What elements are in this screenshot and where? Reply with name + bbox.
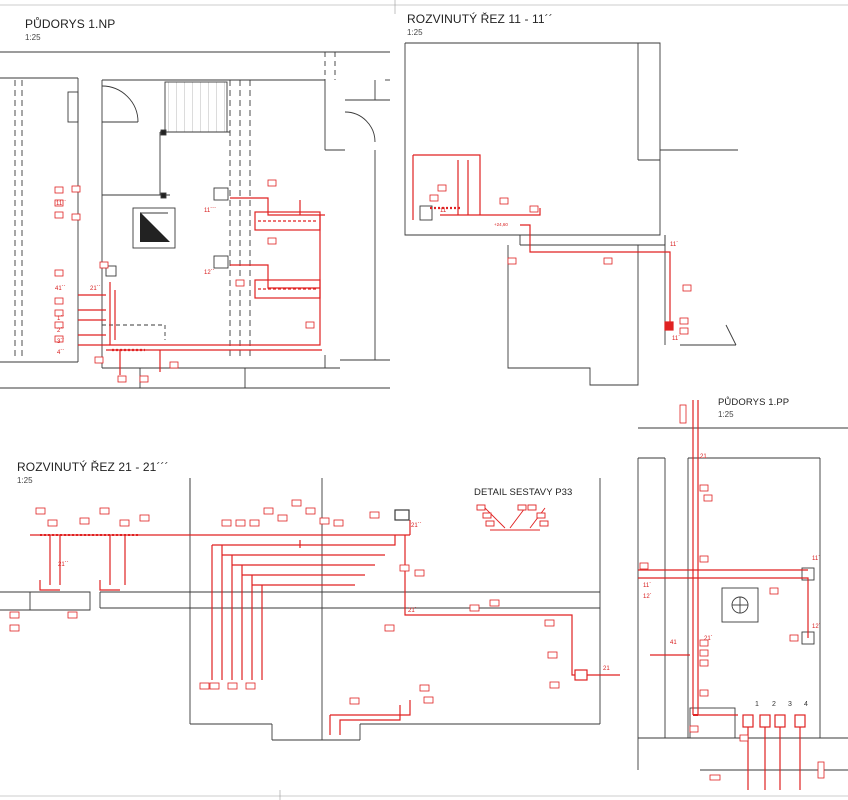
label-11-b: 11´ xyxy=(670,242,678,248)
scale-section-11: 1:25 xyxy=(407,28,423,37)
label-pp-21: 21 xyxy=(700,454,707,460)
label-12: 12´´ xyxy=(204,270,215,276)
piping-1pp xyxy=(638,400,825,790)
labels-21: 21´´ 21´´ 21´ 21 xyxy=(58,523,610,672)
detail-p33 xyxy=(476,504,549,531)
label-21-a: 21´´ xyxy=(58,562,69,568)
label-21-b: 21´´ xyxy=(411,523,422,529)
scale-1np: 1:25 xyxy=(25,33,41,42)
label-pp-41: 41 xyxy=(670,640,677,646)
label-pp-n1: 1 xyxy=(755,701,759,708)
label-pp-12a: 12´ xyxy=(643,594,652,600)
label-pp-12b: 12´ xyxy=(812,624,821,630)
piping-21 xyxy=(9,499,620,735)
label-pp-n2: 2 xyxy=(772,701,776,708)
label-pp-11a: 11´ xyxy=(812,556,820,562)
labels-1pp-numbers: 1 2 3 4 xyxy=(755,701,808,708)
piping-11 xyxy=(412,154,692,335)
label-pp-21b: 21´ xyxy=(704,636,713,642)
floorplan-1np xyxy=(0,51,390,389)
label-21: 21´´ xyxy=(90,286,101,292)
label-4: 4´´ xyxy=(57,350,64,356)
scale-section-21: 1:25 xyxy=(17,476,33,485)
label-dim: +24,60 xyxy=(494,222,508,227)
label-11-c: 11´ xyxy=(672,336,680,342)
title-detail-p33: DETAIL SESTAVY P33 xyxy=(474,487,573,498)
label-11-a: 11´ xyxy=(440,208,448,214)
floorplan-1pp xyxy=(637,427,848,771)
piping-1np xyxy=(54,179,325,383)
labels-1pp: 21 11´ 11´ 12´ 12´ 21´ 41 xyxy=(643,454,821,646)
title-1pp: PŮDORYS 1.PP xyxy=(718,397,790,408)
label-pp-n3: 3 xyxy=(788,701,792,708)
label-11a: 11´´ xyxy=(56,201,66,207)
label-21-c: 21´ xyxy=(408,608,417,614)
section-11 xyxy=(404,42,738,386)
label-11b: 11´´´ xyxy=(204,208,216,214)
labels-1np: 11´´ 11´´´ 12´´ 21´´ 41´´ 1´´ 2´´ 3´´ 4´… xyxy=(55,201,216,356)
labels-11: 11´ 11´ 11´ +24,60 xyxy=(440,208,680,342)
title-section-11: ROZVINUTÝ ŘEZ 11 - 11´´ xyxy=(407,12,553,26)
scale-1pp: 1:25 xyxy=(718,410,734,419)
label-pp-11b: 11´ xyxy=(643,583,651,589)
label-2: 2´´ xyxy=(57,328,64,334)
title-1np: PŮDORYS 1.NP xyxy=(25,17,116,31)
label-21-d: 21 xyxy=(603,666,610,672)
section-21 xyxy=(0,478,601,741)
title-section-21: ROZVINUTÝ ŘEZ 21 - 21´´´ xyxy=(17,460,169,474)
label-3: 3´´ xyxy=(57,339,64,345)
label-41: 41´´ xyxy=(55,286,66,292)
label-pp-n4: 4 xyxy=(804,701,808,708)
label-1: 1´´ xyxy=(57,316,64,322)
